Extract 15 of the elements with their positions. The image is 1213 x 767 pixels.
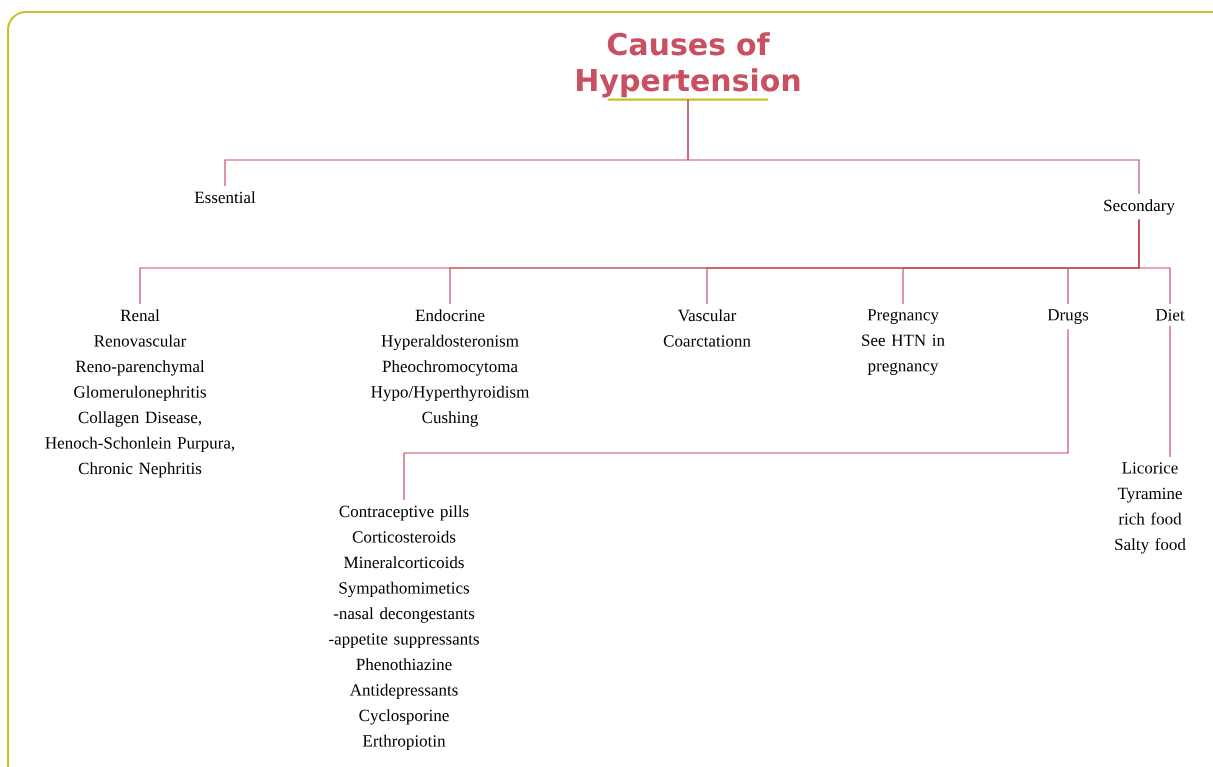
title-heading: Causes of Hypertension	[577, 32, 800, 98]
cause-list: Renal Renovascular Reno-parenchymal Glomerulonephritis Collagen Disease, Henoch-Schonlein Purpura, Chronic Nephritis	[45, 309, 235, 478]
connector-line	[1138, 219, 1171, 305]
cause-list: Endocrine Hyperaldosteronism Pheochromocytoma Hypo/Hyperthyroidism Cushing	[371, 309, 530, 427]
drug-list: Contraceptive pills Corticosteroids Mineralcorticoids Sympathomimetics -nasal decongestants -appetite suppressants Phenothiazine Antidepressants Cyclosporine Erthropiotin	[329, 505, 479, 751]
connector-line	[687, 99, 1140, 195]
category-label: Diet	[1155, 309, 1185, 321]
category-label: Essential	[194, 191, 256, 204]
connector-line	[403, 328, 1069, 501]
cause-list: Vascular Coarctationn	[663, 309, 751, 347]
food-list: Licorice Tyramine rich food Salty food	[1115, 462, 1186, 554]
category-label: Secondary	[1104, 199, 1175, 215]
connector-line	[1169, 325, 1171, 458]
cause-list: Pregnancy See HTN in pregnancy	[862, 309, 945, 375]
category-label: Drugs	[1047, 309, 1089, 324]
